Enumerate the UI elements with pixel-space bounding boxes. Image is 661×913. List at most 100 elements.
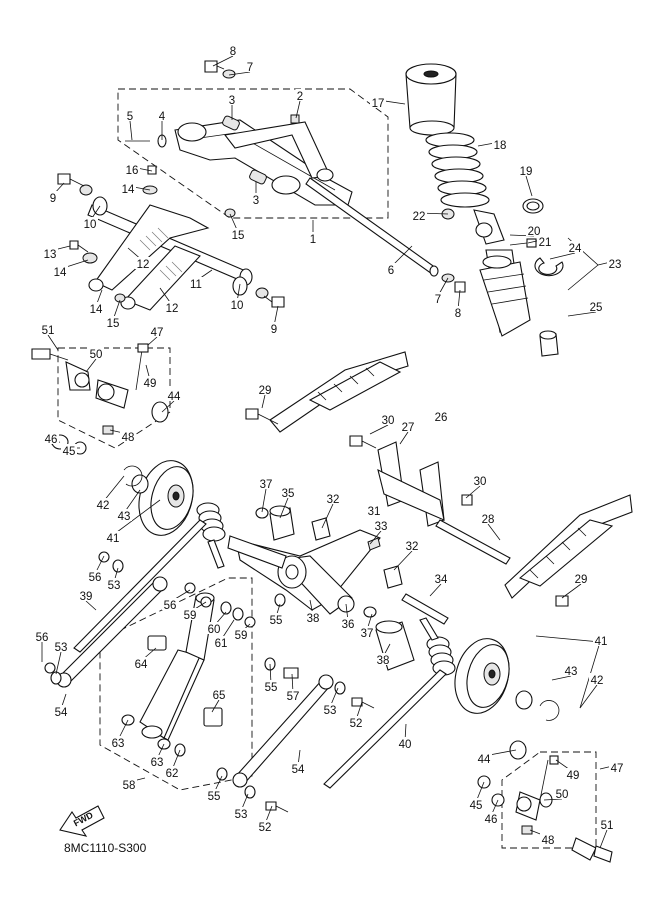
callout-backdrop <box>229 298 245 310</box>
torsion-spring-40 <box>323 617 456 789</box>
leader-line <box>429 583 442 597</box>
callout-backdrop <box>599 818 615 830</box>
right-bracket-assembly <box>477 740 613 863</box>
part-callout-29: 29 <box>575 574 588 586</box>
part-callout-23: 23 <box>609 259 622 271</box>
callout-backdrop <box>397 737 413 749</box>
left-bracket-assembly <box>31 343 169 455</box>
part-callout-40: 40 <box>399 739 412 751</box>
rear-damper-assembly <box>121 582 256 757</box>
callout-backdrop <box>593 634 609 646</box>
leader-line <box>279 497 289 519</box>
callout-backdrop <box>88 302 104 314</box>
callout-backdrop <box>359 626 375 638</box>
leader-line <box>211 699 220 713</box>
part-callout-45: 45 <box>470 800 483 812</box>
callout-backdrop <box>88 347 104 359</box>
leader-line <box>369 530 382 545</box>
part-callout-63: 63 <box>151 757 164 769</box>
callout-backdrop <box>233 628 249 640</box>
callout-backdrop <box>295 89 305 101</box>
callout-backdrop <box>206 622 222 634</box>
part-callout-42: 42 <box>97 500 110 512</box>
part-callout-29: 29 <box>259 385 272 397</box>
part-callout-48: 48 <box>542 835 555 847</box>
part-callout-39: 39 <box>80 591 93 603</box>
callout-backdrop <box>227 93 237 105</box>
slide-rail-lower <box>504 494 633 599</box>
part-callout-45: 45 <box>63 446 76 458</box>
callout-backdrop <box>348 716 364 728</box>
idler-wheel-upper <box>123 460 194 536</box>
callout-backdrop <box>206 789 222 801</box>
leader-line <box>567 311 597 317</box>
callout-backdrop <box>567 241 583 253</box>
part-callout-27: 27 <box>402 422 415 434</box>
callout-backdrop <box>157 109 167 121</box>
part-callout-63: 63 <box>112 738 125 750</box>
callout-backdrop <box>554 787 570 799</box>
leader-line <box>161 400 175 413</box>
part-callout-19: 19 <box>520 166 533 178</box>
leader-line <box>85 600 97 611</box>
callout-backdrop <box>480 512 496 524</box>
callout-backdrop <box>263 680 279 692</box>
part-callout-51: 51 <box>601 820 614 832</box>
callout-backdrop <box>609 761 625 773</box>
assembly-box-58 <box>99 577 253 791</box>
callout-backdrop <box>308 232 318 244</box>
shock-spring <box>425 132 490 208</box>
torsion-spring-39 <box>73 502 226 653</box>
part-callout-6: 6 <box>388 265 394 277</box>
callout-backdrop <box>213 636 229 648</box>
part-callout-9: 9 <box>271 324 277 336</box>
part-callout-30: 30 <box>382 415 395 427</box>
part-callout-57: 57 <box>287 691 300 703</box>
callout-backdrop <box>322 703 338 715</box>
leader-line <box>561 583 582 599</box>
callout-backdrop <box>268 613 284 625</box>
leader-line <box>465 485 481 499</box>
leader-line <box>129 120 133 141</box>
link-54-left <box>44 551 168 688</box>
callout-backdrop <box>373 519 389 531</box>
part-callout-56: 56 <box>89 572 102 584</box>
part-callout-64: 64 <box>135 659 148 671</box>
part-callout-54: 54 <box>292 764 305 776</box>
callout-backdrop <box>607 257 623 269</box>
callout-backdrop <box>233 807 249 819</box>
callout-backdrop <box>121 778 137 790</box>
callout-backdrop <box>540 833 556 845</box>
part-callout-52: 52 <box>350 718 363 730</box>
callout-backdrop <box>492 138 508 150</box>
part-callout-56: 56 <box>164 600 177 612</box>
part-callout-7: 7 <box>247 62 253 74</box>
leader-line <box>261 488 267 513</box>
leader-line <box>47 334 59 351</box>
callout-backdrop <box>400 420 416 432</box>
part-callout-13: 13 <box>44 249 57 261</box>
link-54-right <box>216 593 375 813</box>
callout-backdrop <box>588 300 604 312</box>
part-callout-32: 32 <box>406 541 419 553</box>
part-callout-61: 61 <box>215 638 228 650</box>
part-callout-51: 51 <box>42 325 55 337</box>
callout-backdrop <box>230 228 246 240</box>
callout-backdrop <box>563 664 579 676</box>
callout-backdrop <box>95 498 111 510</box>
callout-backdrop <box>285 689 301 701</box>
callout-backdrop <box>105 531 121 543</box>
callout-backdrop <box>290 762 306 774</box>
callout-backdrop <box>245 60 255 72</box>
part-callout-30: 30 <box>474 476 487 488</box>
part-callout-8: 8 <box>230 46 236 58</box>
leader-line <box>212 55 234 67</box>
callout-backdrop <box>433 572 449 584</box>
leader-line <box>112 499 161 536</box>
part-callout-50: 50 <box>556 789 569 801</box>
callout-backdrop <box>52 265 68 277</box>
part-callout-43: 43 <box>118 511 131 523</box>
callout-backdrop <box>573 572 589 584</box>
part-callout-41: 41 <box>107 533 120 545</box>
callout-backdrop <box>251 193 261 205</box>
